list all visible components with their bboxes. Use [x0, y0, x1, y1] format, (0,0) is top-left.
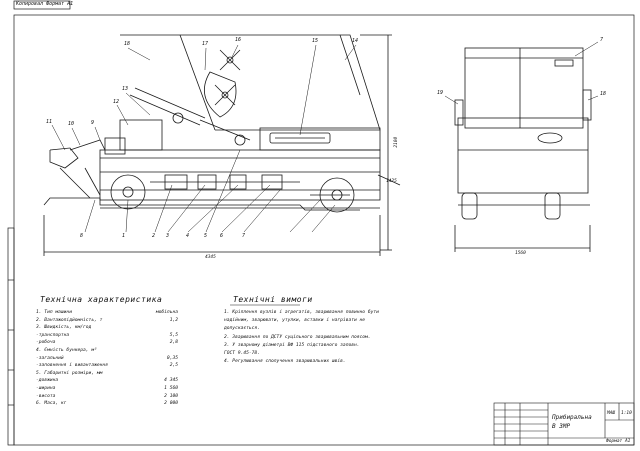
requirement-line: 1. Кріплення вузлів і агрегатів, зварюва…	[224, 310, 379, 315]
callout-5: 5	[204, 233, 208, 239]
specs-title: Технічна характеристика	[40, 295, 163, 304]
spec-row-label: 6. Маса, кг	[36, 401, 67, 407]
dim-width-top: 1425	[386, 179, 397, 184]
copy-stamp: Копировал Формат А1	[16, 1, 74, 7]
leaders-side	[51, 44, 357, 233]
dim-height: 2100	[394, 136, 400, 148]
rotor-brush	[203, 49, 241, 118]
callout-8: 8	[80, 233, 84, 239]
spec-row-label: 1. Тип машини	[36, 310, 72, 315]
callout-15: 15	[312, 38, 319, 44]
requirement-line: 3. У зварному діаметрі ВФ 115 підставног…	[224, 342, 360, 348]
spec-row-label: -робоча	[36, 340, 56, 346]
callout-3: 3	[166, 233, 170, 239]
spec-row-value: 0,35	[166, 355, 178, 361]
callout-11: 11	[46, 119, 53, 125]
leaders-front	[444, 41, 599, 105]
requirement-line: 4. Регулювання сполучення зварювальних ш…	[224, 359, 346, 365]
callout-7: 7	[242, 233, 246, 239]
dim-length: 4345	[205, 255, 216, 260]
spec-row-value: 1,2	[169, 317, 178, 323]
spec-row-label: 5. Габаритні розміри, мм	[36, 370, 103, 376]
front-view	[454, 47, 592, 252]
callout-1: 1	[122, 233, 126, 239]
title-block-footer: Формат А1	[606, 439, 631, 444]
title-block-name: Прибиральна	[552, 414, 592, 421]
spec-row-label: -заповнення і вивантаження	[36, 363, 108, 369]
spec-row-label: 3. Швидкість, км/год	[36, 325, 92, 331]
callout-16: 16	[235, 37, 242, 43]
callout-17: 17	[202, 41, 209, 47]
spec-row-label: -транспортна	[36, 332, 70, 338]
spec-row-value: 2 000	[164, 401, 178, 407]
spec-row-value: 5,5	[169, 332, 178, 338]
requirement-line: 2. Зварювання по ДСТУ суцільного зварюва…	[224, 334, 371, 340]
callout-2: 2	[152, 233, 156, 239]
spec-row-value: 2,8	[169, 340, 178, 346]
spec-row-value: 1 560	[164, 386, 178, 391]
title-block-name2: В ЗМР	[552, 423, 571, 430]
spec-row-label: -висота	[36, 393, 56, 399]
spec-row-value: 2 100	[164, 393, 178, 399]
front-callout-18: 18	[600, 91, 607, 97]
callout-10: 10	[68, 121, 75, 127]
stamp-box	[13, 0, 71, 10]
callout-14: 14	[352, 38, 359, 44]
callout-6: 6	[220, 233, 224, 239]
title-block	[493, 402, 635, 446]
requirement-line: надійним, зварювати, утулки, вставки і н…	[224, 318, 366, 324]
spec-row-label: -ширина	[36, 386, 56, 391]
title-block-code: МАШ	[607, 411, 616, 416]
spec-row-label: -довжина	[36, 378, 59, 384]
spec-row-label: 4. Ємність бункера, м³	[36, 348, 97, 353]
callout-9: 9	[91, 120, 95, 126]
spec-row-label: 2. Вантажопідйомність, т	[36, 317, 103, 323]
side-view	[43, 34, 401, 256]
frame-outer	[13, 14, 635, 446]
frame-left-strip	[7, 227, 15, 446]
callout-18: 18	[124, 41, 131, 47]
requirements-title: Технічні вимоги	[233, 295, 313, 304]
front-callout-19: 19	[437, 90, 444, 96]
spec-row-value: 4 345	[164, 378, 178, 384]
spec-row-label: -загальний	[36, 355, 64, 361]
callout-4: 4	[186, 233, 190, 239]
title-block-scale: 1:10	[621, 411, 632, 416]
requirement-line: ГОСТ 9.45-78.	[224, 351, 260, 356]
callout-12: 12	[113, 99, 120, 105]
spec-row-value: мобільна	[155, 310, 178, 315]
callout-13: 13	[122, 86, 129, 92]
dim-width: 1560	[515, 251, 526, 256]
requirement-line: допускається.	[224, 326, 260, 332]
front-callout-7: 7	[600, 37, 604, 43]
spec-row-value: 2,5	[169, 363, 178, 369]
